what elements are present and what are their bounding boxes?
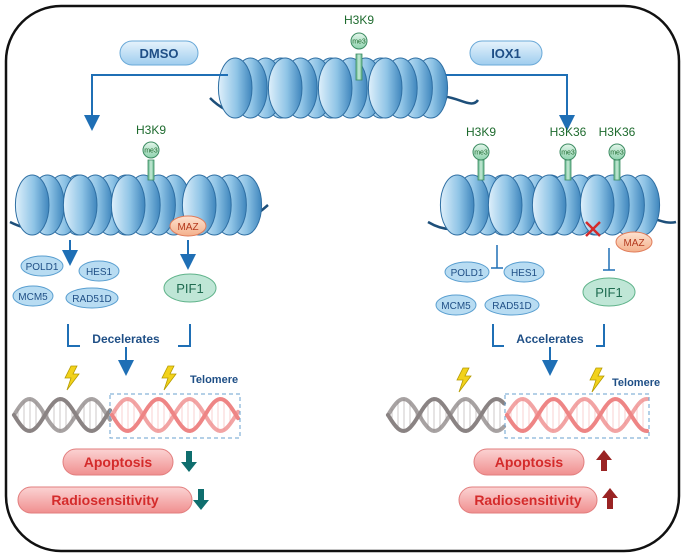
left-gene-mcm5 bbox=[12, 285, 54, 307]
left-effect-label: Decelerates bbox=[92, 332, 160, 346]
outer-frame bbox=[4, 4, 681, 553]
right-apoptosis-pill bbox=[473, 448, 585, 476]
left-radiosensitivity-label: Radiosensitivity bbox=[51, 492, 159, 508]
right-gene-inhibit bbox=[491, 245, 503, 269]
right-gene-pold1-label: POLD1 bbox=[451, 268, 484, 279]
left-maz-label: MAZ bbox=[177, 222, 198, 233]
right-apoptosis-up-arrow bbox=[596, 450, 612, 471]
dmso-arrow bbox=[84, 74, 228, 131]
top-chromatin bbox=[209, 57, 480, 119]
iox1-label: IOX1 bbox=[491, 46, 521, 61]
right-gene-mcm5-label: MCM5 bbox=[441, 301, 471, 312]
left-lightning-2 bbox=[161, 365, 177, 391]
left-nucleosome-4 bbox=[181, 174, 263, 236]
right-gene-pold1 bbox=[444, 261, 490, 283]
top-h3k9-label: H3K9 bbox=[344, 13, 374, 27]
iox1-arrow bbox=[446, 74, 575, 131]
left-telomere-box bbox=[109, 393, 241, 439]
right-pif1 bbox=[582, 277, 636, 307]
left-gene-hes1 bbox=[78, 260, 120, 282]
right-block-x bbox=[585, 221, 601, 237]
right-telomere-label: Telomere bbox=[612, 377, 660, 389]
iox1-pill bbox=[469, 40, 543, 66]
left-mark: me3 H3K9 bbox=[136, 123, 166, 181]
right-gene-hes1-label: HES1 bbox=[511, 268, 538, 279]
right-dna-telomere bbox=[505, 396, 649, 434]
left-radiosensitivity-down-arrow bbox=[193, 489, 209, 510]
left-dna-grey bbox=[12, 396, 112, 434]
right-marks: me3 H3K9 me3 H3K36 me3 H3K36 bbox=[466, 125, 636, 181]
right-radiosensitivity-pill bbox=[458, 486, 598, 514]
dmso-label: DMSO bbox=[140, 46, 179, 61]
left-gene-rad51d-label: RAD51D bbox=[72, 294, 111, 305]
right-chromatin bbox=[427, 174, 677, 236]
right-gene-hes1 bbox=[503, 261, 545, 283]
left-maz bbox=[169, 215, 207, 237]
right-radiosensitivity-up-arrow bbox=[602, 488, 618, 509]
right-maz bbox=[615, 231, 653, 253]
right-mark-label-1: H3K9 bbox=[466, 125, 496, 139]
left-apoptosis-down-arrow bbox=[181, 451, 197, 472]
right-dna bbox=[386, 396, 649, 434]
right-gene-rad51d-label: RAD51D bbox=[492, 301, 531, 312]
left-me3-label: me3 bbox=[144, 148, 158, 155]
right-apoptosis-label: Apoptosis bbox=[495, 454, 564, 470]
right-mark-label-2: H3K36 bbox=[550, 125, 587, 139]
left-gene-hes1-label: HES1 bbox=[86, 267, 113, 278]
right-maz-label: MAZ bbox=[623, 238, 644, 249]
right-gene-rad51d bbox=[484, 294, 540, 316]
left-gene-mcm5-label: MCM5 bbox=[18, 292, 48, 303]
left-telomere-label: Telomere bbox=[190, 374, 238, 386]
left-gene-group: POLD1 HES1 MCM5 RAD51D bbox=[12, 255, 120, 309]
right-dna-grey bbox=[386, 396, 506, 434]
left-lightning-1 bbox=[64, 365, 80, 391]
left-gene-pold1 bbox=[20, 255, 64, 277]
left-pif1-label: PIF1 bbox=[176, 281, 203, 296]
left-gene-rad51d bbox=[65, 287, 119, 309]
right-me3-label-3: me3 bbox=[610, 150, 624, 157]
right-telomere-box bbox=[504, 393, 650, 439]
left-apoptosis-pill bbox=[62, 448, 174, 476]
top-mark: me3 H3K9 bbox=[344, 13, 374, 81]
right-lightning-2 bbox=[589, 367, 605, 393]
left-pif1 bbox=[163, 273, 217, 303]
left-h3k9-label: H3K9 bbox=[136, 123, 166, 137]
right-effect-label: Accelerates bbox=[516, 332, 584, 346]
right-gene-group: POLD1 HES1 MCM5 RAD51D bbox=[435, 261, 545, 316]
left-dna bbox=[12, 396, 240, 434]
left-nucleosome-3 bbox=[110, 174, 192, 236]
right-me3-label-1: me3 bbox=[474, 150, 488, 157]
left-radiosensitivity-pill bbox=[17, 486, 193, 514]
right-pif1-label: PIF1 bbox=[595, 285, 622, 300]
right-nucleosome-4 bbox=[579, 174, 661, 236]
top-nucleosome-4 bbox=[367, 57, 449, 119]
top-me3-label: me3 bbox=[352, 39, 366, 46]
right-me3-label-2: me3 bbox=[561, 150, 575, 157]
left-gene-pold1-label: POLD1 bbox=[26, 262, 59, 273]
right-radiosensitivity-label: Radiosensitivity bbox=[474, 492, 582, 508]
right-pif1-inhibit bbox=[603, 248, 615, 271]
top-nucleosomes bbox=[217, 57, 449, 119]
right-lightning-1 bbox=[456, 367, 472, 393]
left-chromatin bbox=[9, 174, 269, 236]
left-apoptosis-label: Apoptosis bbox=[84, 454, 153, 470]
right-mark-label-3: H3K36 bbox=[599, 125, 636, 139]
left-dna-telomere bbox=[110, 396, 240, 434]
dmso-pill bbox=[119, 40, 199, 66]
right-gene-mcm5 bbox=[435, 294, 477, 316]
